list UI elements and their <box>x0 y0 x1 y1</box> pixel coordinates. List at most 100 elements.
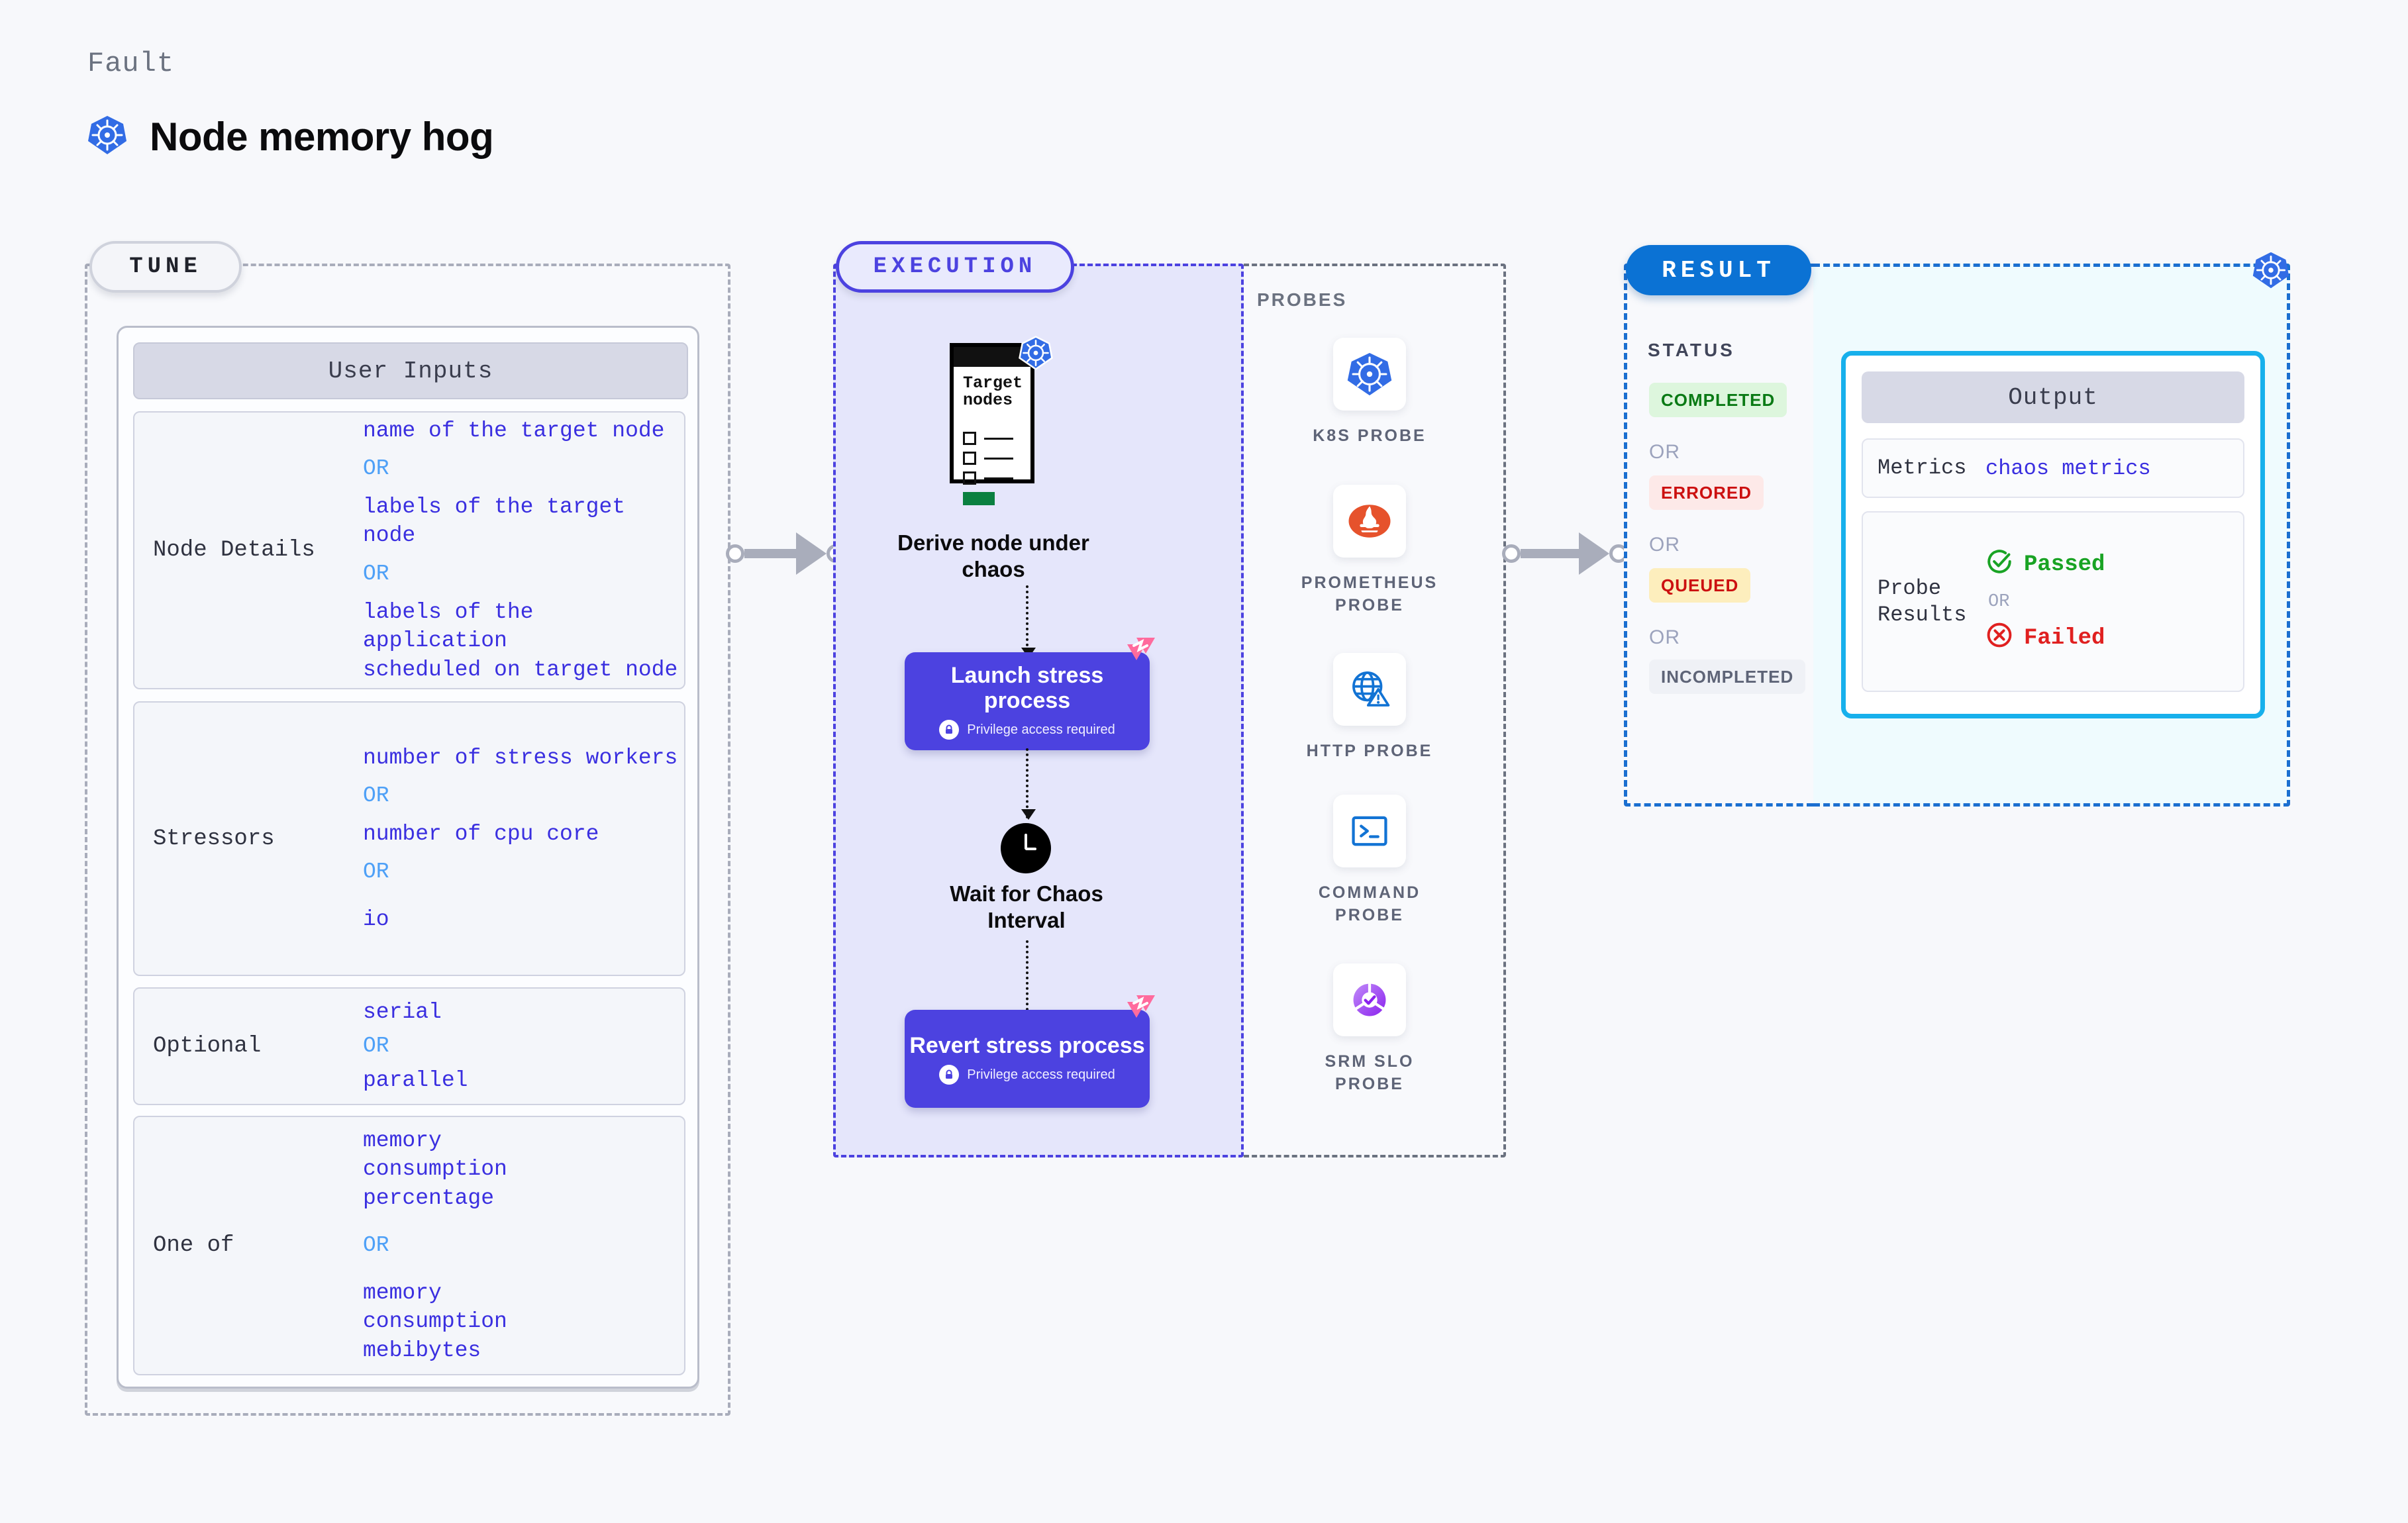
status-or: OR <box>1649 441 1680 463</box>
placeholder-line <box>984 477 1013 479</box>
lock-icon <box>939 720 960 740</box>
output-key: Metrics <box>1878 456 1967 480</box>
probe-result-or: OR <box>1988 591 2010 612</box>
execution-pill-label: EXECUTION <box>836 241 1074 293</box>
row-key: Stressors <box>153 826 275 852</box>
step-subtitle: Privilege access required <box>939 1065 1115 1085</box>
probe-item-http[interactable]: HTTP PROBE <box>1297 653 1442 763</box>
fault-title-row: Node memory hog <box>86 114 494 160</box>
row-value: serial <box>363 999 442 1024</box>
status-or: OR <box>1649 534 1680 556</box>
status-badge-completed: COMPLETED <box>1649 383 1787 417</box>
status-badge-incompleted: INCOMPLETED <box>1649 660 1806 694</box>
row-values: serial OR parallel <box>363 994 684 1099</box>
step-title: Revert stress process <box>909 1032 1145 1058</box>
placeholder-line <box>984 437 1013 440</box>
row-or: OR <box>363 456 389 481</box>
passed-label: Passed <box>2024 552 2105 577</box>
target-nodes-card: Target nodes <box>950 343 1034 505</box>
probe-label: PROMETHEUS PROBE <box>1301 573 1438 614</box>
row-value: io <box>363 907 389 932</box>
placeholder-line <box>984 457 1013 460</box>
probe-item-k8s[interactable]: K8S PROBE <box>1297 338 1442 448</box>
flow-arrow <box>1021 940 1036 1022</box>
probe-result-passed: Passed <box>1985 548 2243 583</box>
output-row-metrics: Metrics chaos metrics <box>1862 438 2244 498</box>
user-inputs-title: User Inputs <box>133 342 688 399</box>
input-row-one-of: One of memory consumption percentage OR … <box>133 1116 685 1375</box>
status-badge-queued: QUEUED <box>1649 568 1751 603</box>
card-titlebar <box>954 347 1030 367</box>
connector-arrowhead <box>796 532 827 575</box>
row-values: memory consumption percentage OR memory … <box>363 1122 684 1369</box>
probe-label: SRM SLO PROBE <box>1325 1052 1415 1093</box>
user-inputs-card: User Inputs Node Details name of the tar… <box>117 326 699 1389</box>
step-label-derive-node: Derive node under chaos <box>897 530 1089 582</box>
connector-arrowhead <box>1579 532 1609 575</box>
row-key: Node Details <box>153 538 315 563</box>
status-badge-errored: ERRORED <box>1649 475 1764 510</box>
kubernetes-icon <box>1333 338 1406 411</box>
row-value: labels of the application scheduled on t… <box>363 599 678 682</box>
probe-item-command[interactable]: COMMAND PROBE <box>1297 795 1442 927</box>
checkbox-icon <box>963 432 976 445</box>
probe-label: COMMAND PROBE <box>1318 883 1421 924</box>
checkbox-icon <box>963 452 976 465</box>
output-row-probe-results: Probe Results Passed OR <box>1862 511 2244 692</box>
checkbox-row <box>963 432 1013 445</box>
probes-title: PROBES <box>1257 289 1348 310</box>
connector-tune-execution <box>726 532 845 575</box>
row-values: number of stress workers OR number of cp… <box>363 740 684 938</box>
submit-bar <box>963 492 995 505</box>
checkbox-row <box>963 471 1013 485</box>
probe-label: K8S PROBE <box>1313 426 1427 445</box>
x-circle-icon <box>1985 621 2013 656</box>
clock-icon <box>1001 823 1051 873</box>
fault-label: Fault <box>87 48 175 79</box>
row-value: parallel <box>363 1067 468 1093</box>
connector-dot <box>1502 544 1521 563</box>
input-row-optional: Optional serial OR parallel <box>133 987 685 1105</box>
row-value: number of stress workers <box>363 745 678 770</box>
step-launch-stress-process[interactable]: Launch stress process Privilege access r… <box>905 638 1155 750</box>
step-subtitle: Privilege access required <box>939 720 1115 740</box>
row-value: number of cpu core <box>363 821 599 846</box>
output-value: chaos metrics <box>1985 456 2151 481</box>
output-card: Output Metrics chaos metrics Probe Resul… <box>1841 351 2265 718</box>
probe-result-failed: Failed <box>1985 621 2243 656</box>
row-key: Optional <box>153 1034 262 1059</box>
row-or: OR <box>363 783 389 809</box>
status-title: STATUS <box>1648 340 1735 360</box>
probe-item-srm-slo[interactable]: SRM SLO PROBE <box>1297 963 1442 1096</box>
row-key: One of <box>153 1233 234 1258</box>
row-value: memory consumption mebibytes <box>363 1280 507 1363</box>
row-or: OR <box>363 1034 389 1059</box>
input-row-node-details: Node Details name of the target node OR … <box>133 411 685 689</box>
row-value: memory consumption percentage <box>363 1128 507 1210</box>
result-pill-label: RESULT <box>1626 245 1811 295</box>
row-or: OR <box>363 860 389 885</box>
row-values: name of the target node OR labels of the… <box>363 413 684 688</box>
status-or: OR <box>1649 626 1680 648</box>
row-value: name of the target node <box>363 418 665 443</box>
checkbox-row <box>963 452 1013 465</box>
row-or: OR <box>363 562 389 586</box>
step-subtitle-text: Privilege access required <box>967 1067 1115 1082</box>
connector-execution-result <box>1502 532 1628 575</box>
step-subtitle-text: Privilege access required <box>967 722 1115 737</box>
connector-dot <box>726 544 744 563</box>
page-title: Node memory hog <box>150 115 494 159</box>
terminal-icon <box>1333 795 1406 867</box>
flow-arrow <box>1021 748 1036 820</box>
probe-item-prometheus[interactable]: PROMETHEUS PROBE <box>1297 485 1442 617</box>
output-key: Probe Results <box>1878 575 1967 627</box>
harness-icon <box>1118 638 1155 671</box>
kubernetes-icon <box>1018 335 1054 374</box>
step-revert-stress-process[interactable]: Revert stress process Privilege access r… <box>905 995 1155 1108</box>
failed-label: Failed <box>2024 626 2105 651</box>
row-or: OR <box>363 1233 389 1258</box>
step-title: Launch stress process <box>950 662 1104 713</box>
tune-pill-label: TUNE <box>89 241 242 293</box>
result-section <box>1624 264 1813 807</box>
lock-icon <box>939 1065 960 1085</box>
